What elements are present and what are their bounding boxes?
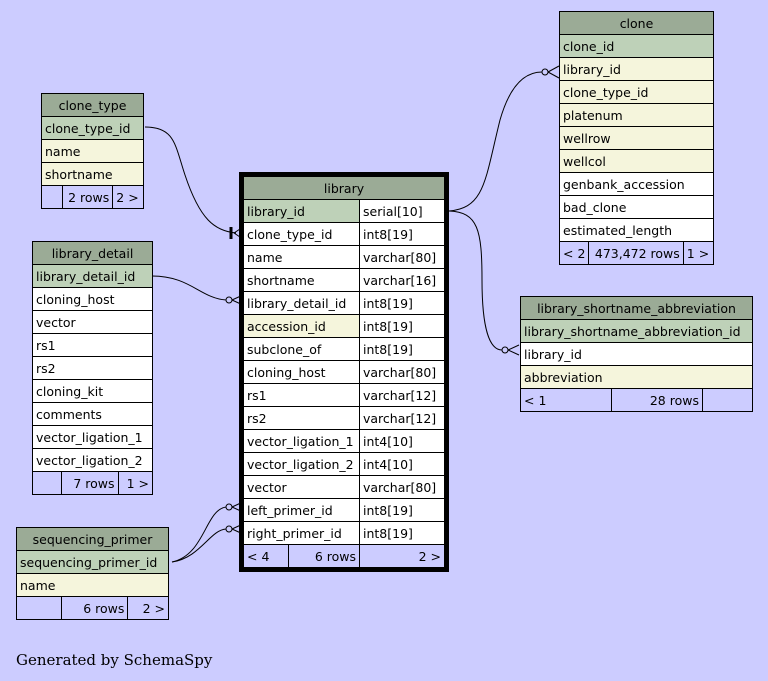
table-clone-type[interactable]: clone_type clone_type_id name shortname …: [41, 93, 144, 209]
column-type: varchar[12]: [359, 406, 445, 430]
children-link[interactable]: 2 >: [359, 544, 445, 568]
column-vector-ligation-2[interactable]: vector_ligation_2: [243, 452, 360, 476]
column-subclone-of[interactable]: subclone_of: [243, 337, 360, 361]
column-name[interactable]: name: [16, 573, 169, 597]
column-rs1[interactable]: rs1: [32, 333, 153, 357]
parents-link: [41, 185, 63, 209]
column-cloning-kit[interactable]: cloning_kit: [32, 379, 153, 403]
table-header[interactable]: library: [243, 176, 445, 200]
column-bad-clone[interactable]: bad_clone: [559, 195, 714, 219]
column-library-shortname-abbreviation-id[interactable]: library_shortname_abbreviation_id: [520, 319, 753, 343]
column-type: varchar[16]: [359, 268, 445, 292]
parents-link: [16, 596, 62, 620]
row-count: 473,472 rows: [588, 241, 684, 265]
generated-by-footer: Generated by SchemaSpy: [16, 651, 213, 669]
table-header[interactable]: library_detail: [32, 241, 153, 265]
table-clone[interactable]: clone clone_id library_id clone_type_id …: [558, 11, 715, 265]
table-header[interactable]: sequencing_primer: [16, 527, 169, 551]
column-rs1[interactable]: rs1: [243, 383, 360, 407]
table-library-shortname-abbreviation[interactable]: library_shortname_abbreviation library_s…: [520, 296, 753, 412]
zero-circle-icon: [225, 525, 233, 533]
table-header[interactable]: library_shortname_abbreviation: [520, 296, 753, 320]
zero-circle-icon: [501, 346, 509, 354]
column-clone-type-id[interactable]: clone_type_id: [243, 222, 360, 246]
zero-circle-icon: [541, 68, 549, 76]
column-name[interactable]: name: [41, 139, 144, 163]
column-clone-id[interactable]: clone_id: [559, 34, 714, 58]
column-type: int8[19]: [359, 314, 445, 338]
column-library-detail-id[interactable]: library_detail_id: [32, 264, 153, 288]
column-shortname[interactable]: shortname: [41, 162, 144, 186]
column-library-detail-id[interactable]: library_detail_id: [243, 291, 360, 315]
column-right-primer-id[interactable]: right_primer_id: [243, 521, 360, 545]
parents-link: [32, 471, 62, 495]
column-type: int4[10]: [359, 452, 445, 476]
column-vector[interactable]: vector: [32, 310, 153, 334]
column-cloning-host[interactable]: cloning_host: [243, 360, 360, 384]
table-library-detail[interactable]: library_detail library_detail_id cloning…: [32, 241, 153, 495]
column-type: int8[19]: [359, 337, 445, 361]
column-library-id[interactable]: library_id: [559, 57, 714, 81]
column-name[interactable]: name: [243, 245, 360, 269]
table-sequencing-primer[interactable]: sequencing_primer sequencing_primer_id n…: [16, 527, 169, 620]
zero-circle-icon: [225, 503, 233, 511]
parents-link[interactable]: < 1: [520, 388, 612, 412]
row-count: 7 rows: [61, 471, 119, 495]
children-link[interactable]: 1 >: [117, 471, 153, 495]
edge-library-detail-library: [151, 275, 227, 301]
column-vector-ligation-1[interactable]: vector_ligation_1: [32, 425, 153, 449]
column-rs2[interactable]: rs2: [243, 406, 360, 430]
column-type: int8[19]: [359, 498, 445, 522]
column-type: varchar[80]: [359, 360, 445, 384]
column-vector-ligation-2[interactable]: vector_ligation_2: [32, 448, 153, 472]
row-count: 28 rows: [611, 388, 703, 412]
zero-circle-icon: [225, 296, 233, 304]
column-type: varchar[80]: [359, 245, 445, 269]
column-platenum[interactable]: platenum: [559, 103, 714, 127]
column-genbank-accession[interactable]: genbank_accession: [559, 172, 714, 196]
column-vector[interactable]: vector: [243, 475, 360, 499]
column-accession-id[interactable]: accession_id: [243, 314, 360, 338]
row-count: 6 rows: [288, 544, 360, 568]
column-left-primer-id[interactable]: left_primer_id: [243, 498, 360, 522]
edge-library-clone: [448, 71, 543, 212]
column-rs2[interactable]: rs2: [32, 356, 153, 380]
children-link[interactable]: 2 >: [127, 596, 169, 620]
column-type: int8[19]: [359, 222, 445, 246]
edge-seqprimer-right: [171, 528, 227, 563]
column-type: int8[19]: [359, 291, 445, 315]
table-header[interactable]: clone_type: [41, 93, 144, 117]
column-sequencing-primer-id[interactable]: sequencing_primer_id: [16, 550, 169, 574]
row-count: 2 rows: [61, 185, 114, 209]
children-link[interactable]: 2 >: [112, 185, 144, 209]
column-comments[interactable]: comments: [32, 402, 153, 426]
children-link: [702, 388, 753, 412]
column-type: varchar[80]: [359, 475, 445, 499]
edge-seqprimer-left: [171, 506, 227, 563]
column-cloning-host[interactable]: cloning_host: [32, 287, 153, 311]
edge-library-lsa: [448, 210, 503, 351]
row-count: 6 rows: [60, 596, 129, 620]
column-shortname[interactable]: shortname: [243, 268, 360, 292]
column-vector-ligation-1[interactable]: vector_ligation_1: [243, 429, 360, 453]
column-type: serial[10]: [359, 199, 445, 223]
edge-clone-type-library: [144, 126, 237, 234]
column-library-id[interactable]: library_id: [243, 199, 360, 223]
column-estimated-length[interactable]: estimated_length: [559, 218, 714, 242]
column-wellrow[interactable]: wellrow: [559, 126, 714, 150]
column-wellcol[interactable]: wellcol: [559, 149, 714, 173]
column-abbreviation[interactable]: abbreviation: [520, 365, 753, 389]
column-type: int8[19]: [359, 521, 445, 545]
column-clone-type-id[interactable]: clone_type_id: [559, 80, 714, 104]
column-type: int4[10]: [359, 429, 445, 453]
column-type: varchar[12]: [359, 383, 445, 407]
parents-link[interactable]: < 2: [558, 241, 590, 265]
column-library-id[interactable]: library_id: [520, 342, 753, 366]
children-link[interactable]: 1 >: [682, 241, 715, 265]
table-header[interactable]: clone: [559, 11, 714, 35]
column-clone-type-id[interactable]: clone_type_id: [41, 116, 144, 140]
parents-link[interactable]: < 4: [243, 544, 289, 568]
